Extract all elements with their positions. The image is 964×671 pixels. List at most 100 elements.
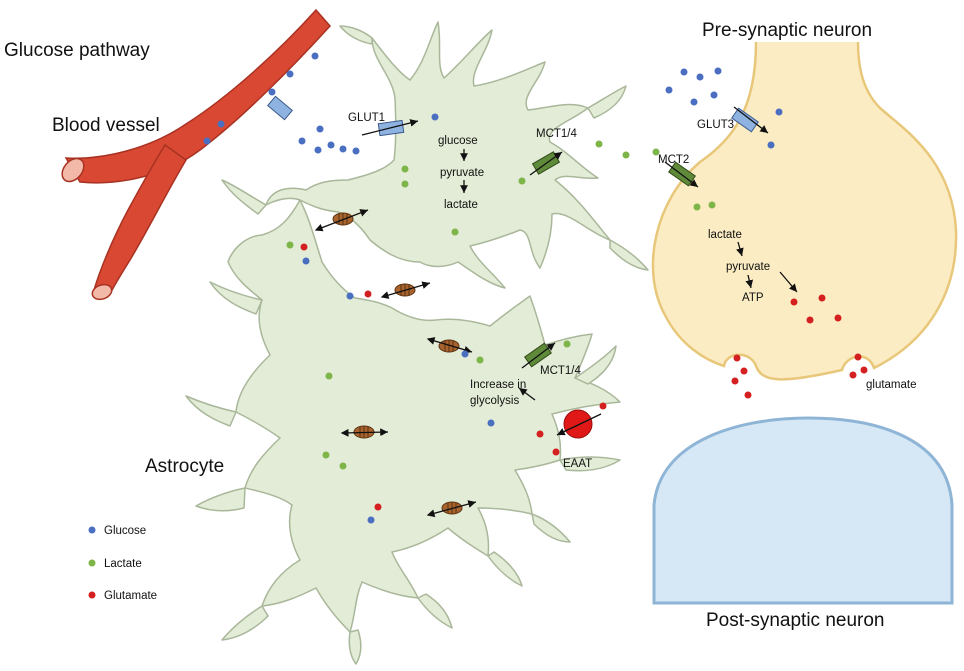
glucose-dot bbox=[316, 125, 324, 133]
arrow-glut3 bbox=[733, 106, 769, 134]
neuron-lactate-label: lactate bbox=[708, 229, 742, 241]
astro-lactate-label: lactate bbox=[444, 199, 478, 211]
arrow-gap-2 bbox=[380, 281, 431, 299]
glutamate-dot bbox=[599, 402, 607, 410]
glucose-dot bbox=[311, 52, 319, 60]
eaat-label: EAAT bbox=[563, 458, 592, 470]
glutamate-dot bbox=[364, 290, 372, 298]
legend-glucose-dot bbox=[88, 526, 96, 534]
arrow-glycolysis bbox=[518, 387, 536, 401]
gap-junction-icon bbox=[438, 339, 460, 353]
glut3-transporter bbox=[731, 107, 759, 133]
glucose-dot bbox=[367, 516, 375, 524]
glutamate-dot bbox=[744, 391, 752, 399]
glucose-dot bbox=[714, 67, 722, 75]
lactate-dot bbox=[595, 140, 603, 148]
glycolysis-label-line2: glycolysis bbox=[470, 395, 519, 407]
arrow-gap-5 bbox=[426, 500, 477, 518]
glucose-dot bbox=[680, 68, 688, 76]
glucose-dot bbox=[710, 91, 718, 99]
mct14-top-label: MCT1/4 bbox=[536, 128, 578, 140]
astro-pyruvate-label: pyruvate bbox=[440, 167, 484, 179]
arrow-neuron-pyruvate-atp bbox=[745, 274, 754, 289]
glutamate-cleft-label: glutamate bbox=[866, 379, 917, 391]
lactate-dot bbox=[693, 203, 701, 211]
neuron-atp-label: ATP bbox=[742, 292, 764, 304]
arrows bbox=[314, 106, 798, 518]
lactate-dot bbox=[518, 177, 526, 185]
glutamate-dot bbox=[552, 448, 560, 456]
legend-lactate-label: Lactate bbox=[104, 558, 142, 570]
glutamate-dot bbox=[834, 314, 842, 322]
glutamate-dot bbox=[849, 371, 857, 379]
glucose-dot bbox=[487, 419, 495, 427]
legend-glutamate-label: Glutamate bbox=[104, 590, 157, 602]
glucose-dot bbox=[217, 120, 225, 128]
glucose-dot bbox=[690, 98, 698, 106]
legend-lactate-dot bbox=[88, 559, 96, 567]
arrow-mct2 bbox=[664, 161, 699, 188]
lactate-dot bbox=[322, 451, 330, 459]
arrow-neuron-pyruvate-glutamate bbox=[779, 271, 798, 293]
arrow-gap-1 bbox=[314, 209, 369, 232]
blood-vessel bbox=[61, 8, 332, 301]
diagram-title: Glucose pathway bbox=[4, 40, 150, 61]
glutamate-dot bbox=[731, 377, 739, 385]
mct14-bottom-label: MCT1/4 bbox=[540, 365, 582, 377]
glutamate-dot bbox=[733, 354, 741, 362]
lactate-dot bbox=[622, 151, 630, 159]
glucose-dot bbox=[696, 73, 704, 81]
vessel-opening-bottom bbox=[91, 283, 113, 301]
vessel-opening-left bbox=[61, 157, 85, 183]
arrow-mct14-bottom bbox=[521, 342, 556, 369]
post-synaptic-neuron bbox=[652, 416, 954, 605]
glucose-dot bbox=[346, 292, 354, 300]
legend-glucose-label: Glucose bbox=[104, 525, 146, 537]
lactate-dot bbox=[325, 372, 333, 380]
lactate-dot bbox=[708, 201, 716, 209]
glut-transporter-vessel bbox=[267, 95, 293, 121]
glucose-dot bbox=[767, 141, 775, 149]
glucose-dot bbox=[665, 86, 673, 94]
glutamate-dot bbox=[806, 316, 814, 324]
mct2-label: MCT2 bbox=[658, 154, 689, 166]
glucose-dot bbox=[314, 146, 322, 154]
glucose-dot bbox=[268, 88, 276, 96]
glut3-label: GLUT3 bbox=[697, 119, 734, 131]
lactate-dot bbox=[339, 462, 347, 470]
glucose-dot bbox=[302, 257, 310, 265]
lactate-dot bbox=[286, 241, 294, 249]
glucose-dot bbox=[339, 145, 347, 153]
astrocyte-label: Astrocyte bbox=[145, 456, 224, 477]
glucose-dot bbox=[286, 70, 294, 78]
glucose-dot bbox=[298, 137, 306, 145]
arrow-glut1 bbox=[361, 119, 419, 136]
vessel-main-branch bbox=[64, 8, 332, 184]
eaat-transporter bbox=[563, 409, 593, 439]
glucose-dot bbox=[352, 147, 360, 155]
lactate-dot bbox=[652, 148, 660, 156]
glutamate-dot bbox=[790, 298, 798, 306]
arrow-gap-3 bbox=[426, 337, 473, 354]
lactate-molecules bbox=[286, 140, 716, 470]
glucose-dot bbox=[203, 137, 211, 145]
post-synaptic-label: Post-synaptic neuron bbox=[706, 610, 885, 631]
glucose-dot bbox=[461, 350, 469, 358]
arrow-neuron-lactate-pyruvate bbox=[736, 241, 744, 257]
lactate-dot bbox=[563, 340, 571, 348]
glutamate-dot bbox=[536, 430, 544, 438]
glucose-dot bbox=[775, 108, 783, 116]
blood-vessel-label: Blood vessel bbox=[52, 115, 160, 136]
glutamate-dot bbox=[818, 294, 826, 302]
pre-synaptic-neuron bbox=[651, 41, 958, 381]
glucose-dot bbox=[327, 141, 335, 149]
astro-glucose-label: glucose bbox=[438, 135, 478, 147]
legend-glutamate-dot bbox=[88, 591, 96, 599]
lactate-dot bbox=[476, 356, 484, 364]
arrow-mct14-top bbox=[529, 151, 563, 176]
lactate-dot bbox=[401, 180, 409, 188]
glut1-label: GLUT1 bbox=[348, 112, 385, 124]
neuron-pyruvate-label: pyruvate bbox=[726, 261, 770, 273]
glutamate-dot bbox=[300, 243, 308, 251]
